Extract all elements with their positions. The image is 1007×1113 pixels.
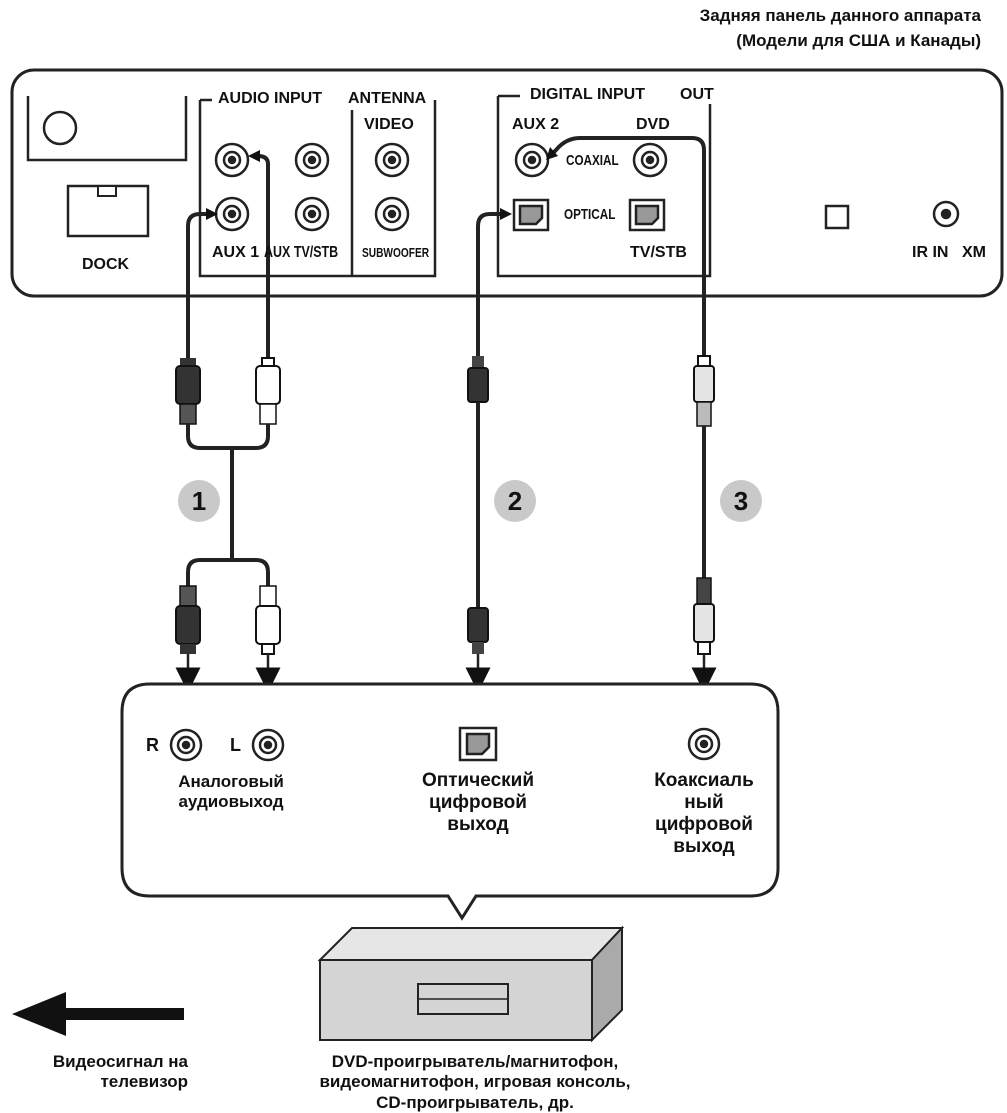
analog-output-jacks <box>169 728 285 762</box>
device-box <box>120 682 780 921</box>
dock-label: DOCK <box>82 256 130 273</box>
optical-line-1: Оптический <box>421 770 535 791</box>
digital-input-label: DIGITAL INPUT <box>528 86 647 105</box>
antenna-label: ANTENNA <box>346 90 429 109</box>
xm-label: XM <box>962 244 986 261</box>
coaxial-label: COAXIAL <box>566 152 619 169</box>
r-label: R <box>146 735 159 755</box>
cable-number-2: 2 <box>494 480 536 522</box>
small-square-port <box>824 204 850 230</box>
coax-output-caption: Коаксиаль ный цифровой выход <box>604 770 804 857</box>
header-line-2: (Модели для США и Канады) <box>736 31 981 50</box>
coaxial-jacks <box>514 142 668 178</box>
optical-line-3: выход <box>447 813 509 835</box>
rear-panel <box>10 68 1004 298</box>
cable-1-bottom-plugs <box>175 585 281 655</box>
audio-input-label: AUDIO INPUT <box>216 90 324 109</box>
coax-line-2: ный <box>684 791 724 813</box>
dvd-player-icon <box>317 925 625 1043</box>
cable-2-plugs <box>467 356 489 654</box>
subwoofer-label: SUBWOOFER <box>362 245 430 260</box>
analog-line-1: Аналоговый <box>178 772 284 791</box>
ir-in-jack <box>932 200 960 228</box>
digital-tvstb-label: TV/STB <box>630 244 687 261</box>
cable-1-top-plugs <box>175 357 281 425</box>
aux1-label: AUX 1 <box>212 244 260 261</box>
coax-line-3: цифровой <box>655 813 753 835</box>
analog-output-caption: Аналоговый аудиовыход <box>126 772 336 811</box>
optical-line-2: цифровой <box>429 791 527 813</box>
dvd-label: DVD <box>636 116 670 133</box>
video-label: VIDEO <box>364 116 414 133</box>
device-caption-line-1: DVD-проигрыватель/магнитофон, <box>331 1052 619 1071</box>
header-line-1: Задняя панель данного аппарата <box>699 6 981 25</box>
cable-number-3: 3 <box>720 480 762 522</box>
round-knob <box>42 110 78 146</box>
device-caption-line-2: видеомагнитофон, игровая консоль, <box>319 1072 631 1092</box>
top-left-module <box>26 96 188 162</box>
coaxial-output-jack <box>687 727 721 761</box>
device-caption: DVD-проигрыватель/магнитофон, видеомагни… <box>230 1052 720 1113</box>
video-signal-arrow <box>12 992 184 1036</box>
coax-line-4: выход <box>673 835 735 857</box>
analog-line-2: аудиовыход <box>178 791 284 811</box>
video-signal-caption: Видеосигнал на телевизор <box>8 1052 188 1093</box>
cable-number-1: 1 <box>178 480 220 522</box>
cable-3-plugs <box>693 355 715 655</box>
coax-line-1: Коаксиаль <box>654 770 754 791</box>
optical-output-caption: Оптический цифровой выход <box>378 770 578 836</box>
optical-label: OPTICAL <box>564 206 616 223</box>
video-line-2: телевизор <box>100 1072 188 1092</box>
audio-tvstb-label: AUX TV/STB <box>264 244 339 261</box>
optical-output-jack <box>458 726 498 762</box>
cable-1-merge <box>186 424 270 586</box>
audio-input-frame <box>198 100 437 278</box>
ir-in-label: IR IN <box>912 244 949 261</box>
out-label: OUT <box>678 86 716 105</box>
cable-2-wire <box>476 212 506 360</box>
digital-input-frame <box>496 96 712 278</box>
optical-jacks <box>512 198 666 232</box>
video-line-1: Видеосигнал на <box>52 1052 188 1071</box>
aux2-label: AUX 2 <box>512 116 560 133</box>
cable-3-wire <box>548 136 706 360</box>
audio-jacks <box>214 142 410 232</box>
l-label: L <box>230 735 241 755</box>
